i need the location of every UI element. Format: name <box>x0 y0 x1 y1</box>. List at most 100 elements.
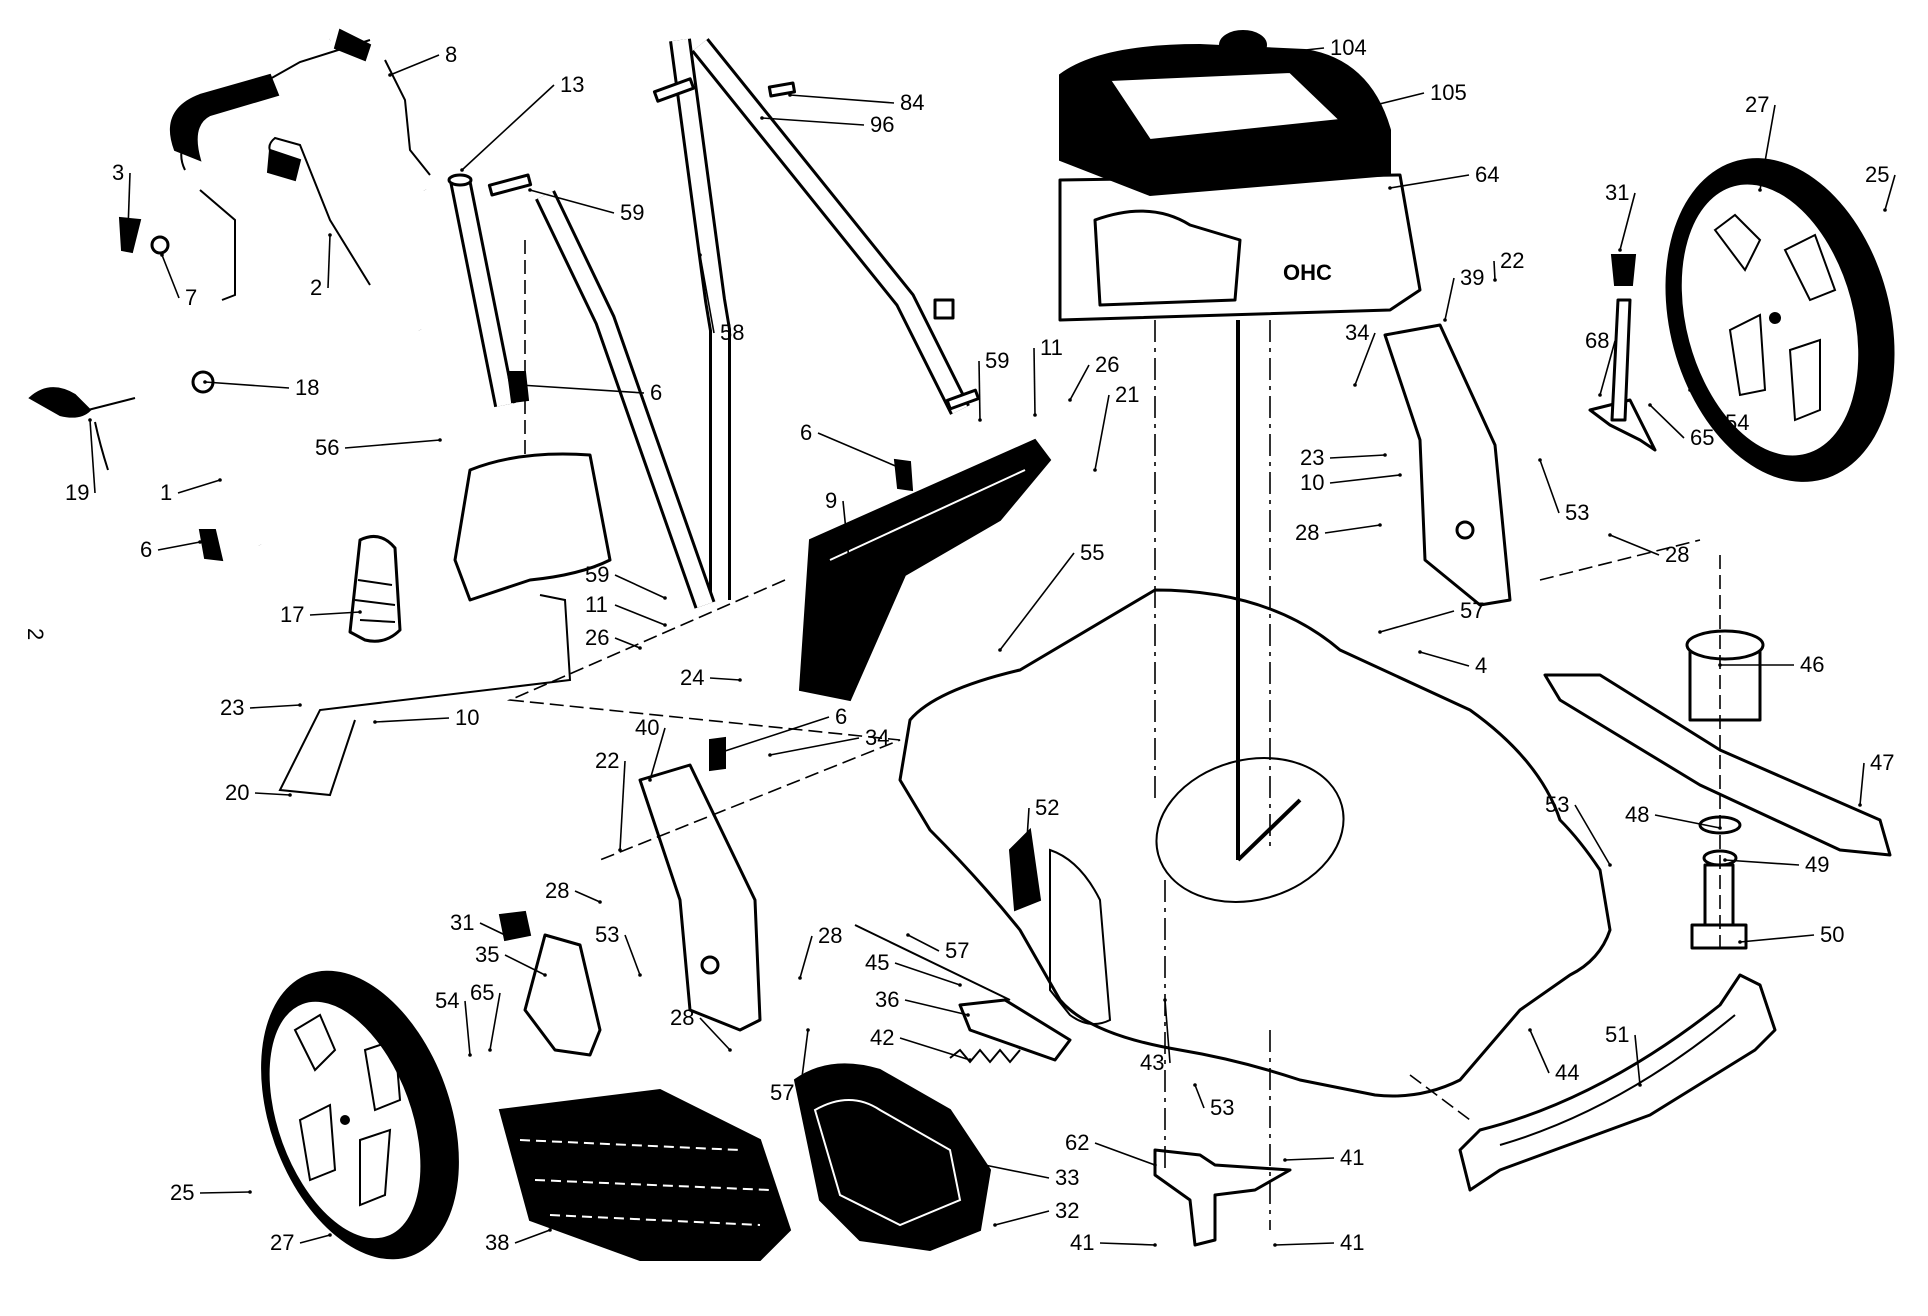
callout-anchor <box>1093 468 1097 472</box>
part-number-label: 44 <box>1555 1060 1579 1085</box>
callout-leader <box>761 117 865 126</box>
callout-anchor <box>968 1058 972 1062</box>
callout-anchor <box>1023 868 1027 872</box>
part-number-label: 21 <box>1115 382 1139 407</box>
part-number-label: 50 <box>1820 922 1844 947</box>
engine-64: OHC <box>1058 30 1422 322</box>
callout-anchor <box>1283 1158 1287 1162</box>
callout-anchor <box>998 648 1002 652</box>
callout-anchor <box>720 750 724 754</box>
part-number-label: 6 <box>835 704 847 729</box>
callout-anchor <box>598 900 602 904</box>
callout-leader <box>1739 934 1815 943</box>
part-number-label: 34 <box>865 725 889 750</box>
callout-c28l1: 28 <box>545 878 602 904</box>
rear-wheel-27 <box>1665 158 1895 482</box>
callout-anchor <box>328 233 332 237</box>
callout-leader <box>899 1037 971 1061</box>
part-number-label: 57 <box>945 938 969 963</box>
discharge-chute-56 <box>453 452 612 602</box>
callout-leader <box>1024 807 1030 871</box>
callout-leader <box>721 716 830 753</box>
callout-c19: 19 <box>65 418 96 505</box>
callout-leader <box>177 479 221 494</box>
callout-c53l: 53 <box>595 922 642 977</box>
rod-45 <box>854 924 1011 1001</box>
callout-anchor <box>328 1233 332 1237</box>
callout-c32: 32 <box>993 1198 1079 1227</box>
callout-anchor <box>1378 523 1382 527</box>
callout-anchor <box>648 778 652 782</box>
callout-anchor <box>1163 998 1167 1002</box>
part-number-label: 35 <box>475 942 499 967</box>
callout-anchor <box>1418 650 1422 654</box>
callout-leader <box>978 360 981 421</box>
callout-leader <box>799 935 813 979</box>
callout-leader <box>1033 347 1036 416</box>
callout-anchor <box>698 253 702 257</box>
callout-leader <box>299 1234 331 1244</box>
callout-leader <box>817 432 906 471</box>
part-number-label: 28 <box>1295 520 1319 545</box>
callout-anchor <box>1528 1028 1532 1032</box>
callout-c27l: 27 <box>270 1230 332 1255</box>
callout-c4: 4 <box>1418 650 1487 678</box>
callout-c40: 40 <box>635 715 666 782</box>
part-number-label: 33 <box>1055 1165 1079 1190</box>
callout-leader <box>461 84 555 171</box>
lower-handle-right <box>535 38 970 609</box>
callout-anchor <box>548 1228 552 1232</box>
part-number-label: 7 <box>185 285 197 310</box>
callout-c52: 52 <box>1023 795 1059 872</box>
callout-anchor <box>1383 453 1387 457</box>
part-number-label: 56 <box>315 435 339 460</box>
callout-anchor <box>966 1013 970 1017</box>
callout-anchor <box>460 168 464 172</box>
callout-c64: 64 <box>1388 162 1499 190</box>
callout-leader <box>614 574 666 599</box>
callout-c22l: 22 <box>595 748 626 852</box>
callout-leader <box>1493 260 1496 281</box>
callout-anchor <box>288 793 292 797</box>
part-number-label: 6 <box>650 380 662 405</box>
part-number-label: 22 <box>1500 248 1524 273</box>
part-number-label: 46 <box>1800 652 1824 677</box>
part-number-label: 48 <box>1625 802 1649 827</box>
part-number-label: 19 <box>65 480 89 505</box>
part-number-label: 53 <box>1210 1095 1234 1120</box>
callout-c34r: 34 <box>1345 320 1376 387</box>
callout-anchor <box>906 933 910 937</box>
callout-anchor <box>528 188 532 192</box>
rear-skirt-51 <box>1458 973 1777 1192</box>
part-number-label: 40 <box>635 715 659 740</box>
bracket-36 <box>958 998 1072 1062</box>
part-number-label: 62 <box>1065 1130 1089 1155</box>
part-number-label: 68 <box>1585 328 1609 353</box>
part-number-label: 1 <box>160 480 172 505</box>
callout-c54r: 54 <box>1688 388 1749 435</box>
svg-text:OHC: OHC <box>1283 260 1332 285</box>
callout-leader <box>574 890 601 903</box>
callout-c34l: 34 <box>768 725 889 757</box>
callout-leader <box>614 604 666 626</box>
callout-c42: 42 <box>870 1025 972 1062</box>
callout-c62: 62 <box>1065 1130 1157 1167</box>
callout-leader <box>199 1191 251 1194</box>
wheel-bracket-68 <box>1588 254 1657 452</box>
part-number-label: 53 <box>1545 792 1569 817</box>
callout-anchor <box>663 596 667 600</box>
part-number-label: 11 <box>585 592 608 617</box>
callout-anchor <box>358 610 362 614</box>
callout-leader <box>327 234 331 289</box>
callout-c9: 9 <box>825 488 852 572</box>
part-number-label: 25 <box>1865 162 1889 187</box>
callout-c53m: 53 <box>1545 792 1612 867</box>
callout-c27r: 27 <box>1745 92 1776 192</box>
callout-c56: 56 <box>315 435 442 460</box>
part-number-label: 6 <box>800 420 812 445</box>
callout-anchor <box>768 753 772 757</box>
part-number-label: 34 <box>1345 320 1369 345</box>
callout-c28r2: 28 <box>1608 533 1689 567</box>
callout-c54l: 54 <box>435 988 472 1057</box>
